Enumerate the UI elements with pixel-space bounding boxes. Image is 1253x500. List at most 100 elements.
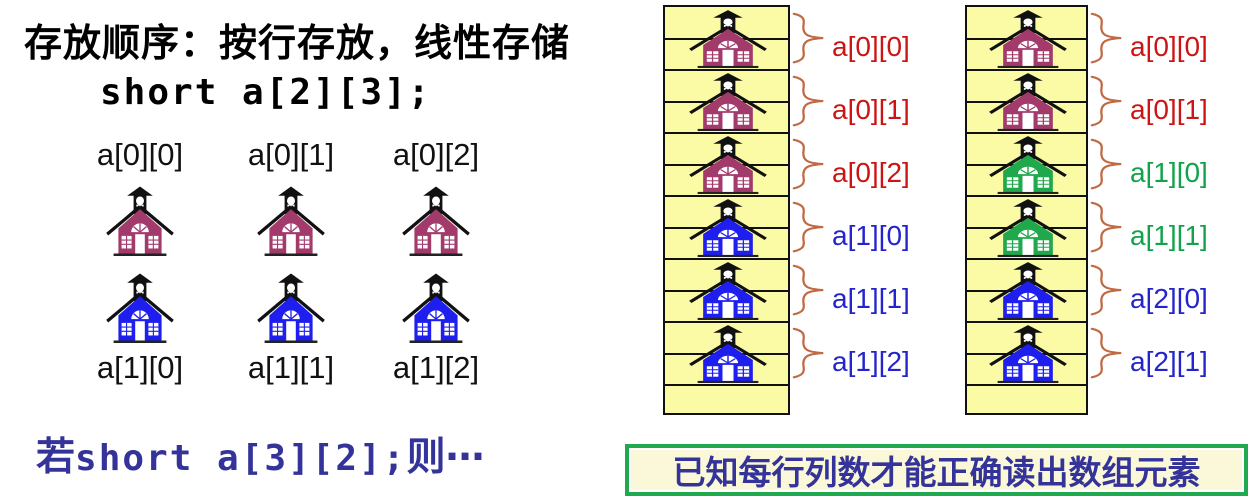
house-icon <box>688 10 767 69</box>
house-icon <box>257 273 325 343</box>
memory-house <box>682 8 774 69</box>
memory-element-label: a[0][0] <box>832 30 910 62</box>
brace <box>1089 12 1125 64</box>
footer-suffix: 则⋯ <box>406 436 485 479</box>
cell-divider <box>665 132 788 135</box>
memory-element-label: a[0][1] <box>1130 93 1208 125</box>
grid-element-label: a[0][2] <box>392 137 480 172</box>
grid-house <box>396 271 476 343</box>
house-icon <box>988 199 1067 258</box>
memory-house <box>982 260 1074 321</box>
cell-divider <box>967 258 1086 261</box>
cell-divider <box>665 258 788 261</box>
house-icon <box>106 186 174 256</box>
page-title: 存放顺序：按行存放，线性存储 <box>24 23 571 65</box>
grid-element-label: a[1][0] <box>96 350 184 385</box>
brace-icon <box>1090 328 1122 379</box>
grid-element-label: a[1][2] <box>392 350 480 385</box>
grid-house <box>396 184 476 256</box>
cell-divider <box>665 384 788 387</box>
house-icon <box>688 262 767 321</box>
house-icon <box>988 73 1067 132</box>
brace-icon <box>792 138 824 190</box>
memory-element-label: a[0][1] <box>832 93 910 125</box>
callout-text: 已知每行列数才能正确读出数组元素 <box>672 454 1201 491</box>
grid-house <box>251 271 331 343</box>
house-icon <box>688 199 767 258</box>
brace <box>1089 327 1125 379</box>
memory-element-label: a[0][0] <box>1130 30 1208 62</box>
brace-icon <box>1090 75 1122 127</box>
grid-house <box>100 184 180 256</box>
memory-element-label: a[2][1] <box>1130 345 1208 377</box>
brace-icon <box>792 12 824 64</box>
code-declaration: short a[2][3]; <box>100 72 432 113</box>
memory-element-label: a[2][0] <box>1130 282 1208 314</box>
brace <box>1089 201 1125 253</box>
footer-prefix: 若 <box>36 436 76 479</box>
house-icon <box>106 273 174 343</box>
cell-divider <box>967 384 1086 387</box>
brace <box>791 138 827 190</box>
grid-element-label: a[1][1] <box>247 350 335 385</box>
memory-column <box>663 5 790 415</box>
footer-question: 若short a[3][2];则⋯ <box>36 426 484 482</box>
memory-element-label: a[0][2] <box>832 156 910 188</box>
memory-house <box>682 323 774 384</box>
house-icon <box>688 73 767 132</box>
brace-icon <box>792 265 824 316</box>
cell-divider <box>967 195 1086 198</box>
memory-column <box>965 5 1088 415</box>
house-icon <box>988 136 1067 195</box>
grid-element-label: a[0][0] <box>96 137 184 172</box>
brace-icon <box>1090 138 1122 190</box>
cell-divider <box>967 69 1086 72</box>
brace-icon <box>1090 201 1122 253</box>
house-icon <box>402 186 470 256</box>
memory-element-label: a[1][0] <box>832 219 910 251</box>
memory-house <box>982 197 1074 258</box>
house-icon <box>688 136 767 195</box>
cell-divider <box>665 195 788 198</box>
brace <box>791 75 827 127</box>
memory-element-label: a[1][2] <box>832 345 910 377</box>
brace <box>791 327 827 379</box>
brace <box>791 12 827 64</box>
brace <box>791 201 827 253</box>
brace <box>1089 264 1125 316</box>
house-icon <box>257 186 325 256</box>
house-icon <box>988 10 1067 69</box>
house-icon <box>402 273 470 343</box>
house-icon <box>688 325 767 384</box>
memory-house <box>682 197 774 258</box>
memory-house <box>982 71 1074 132</box>
cell-divider <box>967 132 1086 135</box>
brace <box>791 264 827 316</box>
brace-icon <box>792 328 824 379</box>
brace-icon <box>1090 12 1122 64</box>
brace-icon <box>1090 265 1122 316</box>
house-icon <box>988 262 1067 321</box>
brace-icon <box>792 75 824 127</box>
brace <box>1089 75 1125 127</box>
grid-house <box>100 271 180 343</box>
memory-element-label: a[1][0] <box>1130 156 1208 188</box>
memory-house <box>982 8 1074 69</box>
grid-house <box>251 184 331 256</box>
memory-house <box>682 260 774 321</box>
memory-house <box>982 323 1074 384</box>
house-icon <box>988 325 1067 384</box>
memory-house <box>982 134 1074 195</box>
grid-element-label: a[0][1] <box>247 137 335 172</box>
memory-element-label: a[1][1] <box>1130 219 1208 251</box>
memory-house <box>682 134 774 195</box>
cell-divider <box>967 321 1086 324</box>
brace <box>1089 138 1125 190</box>
memory-element-label: a[1][1] <box>832 282 910 314</box>
brace-icon <box>792 201 824 253</box>
cell-divider <box>665 69 788 72</box>
cell-divider <box>665 321 788 324</box>
callout-box: 已知每行列数才能正确读出数组元素 <box>625 444 1248 496</box>
memory-house <box>682 71 774 132</box>
footer-code: short a[3][2]; <box>75 438 407 479</box>
